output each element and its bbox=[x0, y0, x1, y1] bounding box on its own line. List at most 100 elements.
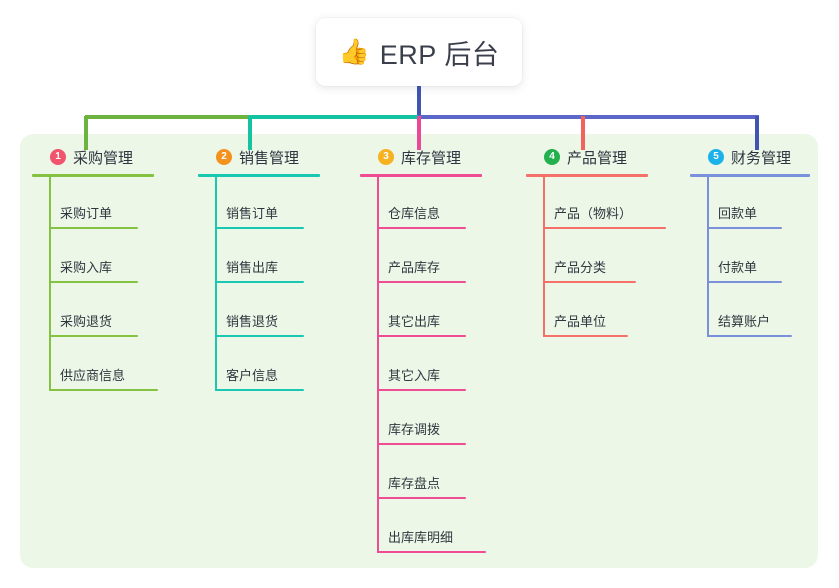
leaf-label: 采购入库 bbox=[60, 260, 113, 275]
leaf-rule bbox=[378, 497, 466, 499]
leaf-item[interactable]: 销售出库 bbox=[198, 231, 320, 285]
leaf-rule bbox=[216, 389, 304, 391]
leaf-item[interactable]: 采购订单 bbox=[32, 177, 154, 231]
leaf-item[interactable]: 其它出库 bbox=[360, 285, 482, 339]
leaf-item[interactable]: 产品单位 bbox=[526, 285, 648, 339]
column-spine-3 bbox=[377, 177, 379, 553]
column-1: 1 采购管理采购订单采购入库采购退货供应商信息 bbox=[32, 146, 158, 393]
column-rule-5 bbox=[690, 174, 810, 177]
column-header-2[interactable]: 2 销售管理 bbox=[198, 146, 320, 168]
leaf-rule bbox=[378, 551, 486, 553]
leaf-label: 结算账户 bbox=[718, 314, 771, 329]
column-rule-3 bbox=[360, 174, 482, 177]
column-header-4[interactable]: 4 产品管理 bbox=[526, 146, 648, 168]
column-spine-5 bbox=[707, 177, 709, 337]
root-node-title: ERP 后台 bbox=[379, 39, 500, 70]
leaf-rule bbox=[50, 227, 138, 229]
column-badge-4: 4 bbox=[544, 149, 560, 165]
leaf-label: 产品分类 bbox=[554, 260, 607, 275]
leaf-label: 回款单 bbox=[718, 206, 758, 221]
leaf-label: 销售出库 bbox=[226, 260, 279, 275]
leaf-rule bbox=[216, 281, 304, 283]
leaf-rule bbox=[50, 335, 138, 337]
leaf-rule bbox=[50, 389, 158, 391]
leaf-item[interactable]: 仓库信息 bbox=[360, 177, 482, 231]
leaf-rule bbox=[544, 281, 636, 283]
leaf-label: 销售订单 bbox=[226, 206, 279, 221]
leaf-rule bbox=[544, 335, 628, 337]
leaf-item[interactable]: 结算账户 bbox=[690, 285, 810, 339]
leaf-label: 产品（物料） bbox=[554, 206, 633, 221]
leaf-label: 供应商信息 bbox=[60, 368, 126, 383]
column-items-2: 销售订单销售出库销售退货客户信息 bbox=[198, 177, 320, 393]
column-title-1: 采购管理 bbox=[73, 149, 134, 167]
leaf-label: 库存盘点 bbox=[388, 476, 441, 491]
column-items-3: 仓库信息产品库存其它出库其它入库库存调拨库存盘点出库库明细 bbox=[360, 177, 486, 555]
leaf-rule bbox=[50, 281, 138, 283]
leaf-item[interactable]: 采购入库 bbox=[32, 231, 154, 285]
leaf-label: 库存调拨 bbox=[388, 422, 441, 437]
leaf-label: 产品单位 bbox=[554, 314, 607, 329]
leaf-item[interactable]: 付款单 bbox=[690, 231, 810, 285]
column-title-3: 库存管理 bbox=[401, 149, 462, 167]
column-rule-1 bbox=[32, 174, 154, 177]
column-items-4: 产品（物料） 产品分类产品单位 bbox=[526, 177, 666, 339]
column-spine-4 bbox=[543, 177, 545, 337]
leaf-item[interactable]: 销售退货 bbox=[198, 285, 320, 339]
column-spine-1 bbox=[49, 177, 51, 391]
leaf-rule bbox=[378, 443, 466, 445]
leaf-label: 仓库信息 bbox=[388, 206, 441, 221]
leaf-label: 客户信息 bbox=[226, 368, 279, 383]
leaf-item[interactable]: 库存盘点 bbox=[360, 447, 482, 501]
column-rule-4 bbox=[526, 174, 648, 177]
root-node-card[interactable]: 👍 ERP 后台 bbox=[316, 18, 522, 86]
column-4: 4 产品管理产品（物料） 产品分类产品单位 bbox=[526, 146, 666, 339]
leaf-item[interactable]: 产品（物料） bbox=[526, 177, 666, 231]
content-panel bbox=[20, 134, 818, 568]
leaf-rule bbox=[544, 227, 666, 229]
column-header-1[interactable]: 1 采购管理 bbox=[32, 146, 154, 168]
leaf-item[interactable]: 客户信息 bbox=[198, 339, 320, 393]
column-3: 3 库存管理仓库信息产品库存其它出库其它入库库存调拨库存盘点出库库明细 bbox=[360, 146, 486, 555]
column-badge-1: 1 bbox=[50, 149, 66, 165]
leaf-item[interactable]: 出库库明细 bbox=[360, 501, 486, 555]
leaf-rule bbox=[708, 281, 782, 283]
leaf-label: 采购退货 bbox=[60, 314, 113, 329]
leaf-rule bbox=[378, 281, 466, 283]
leaf-rule bbox=[708, 227, 782, 229]
column-2: 2 销售管理销售订单销售出库销售退货客户信息 bbox=[198, 146, 320, 393]
column-badge-2: 2 bbox=[216, 149, 232, 165]
column-header-3[interactable]: 3 库存管理 bbox=[360, 146, 482, 168]
leaf-item[interactable]: 回款单 bbox=[690, 177, 810, 231]
leaf-rule bbox=[708, 335, 792, 337]
leaf-item[interactable]: 供应商信息 bbox=[32, 339, 158, 393]
column-items-5: 回款单付款单结算账户 bbox=[690, 177, 810, 339]
leaf-label: 其它入库 bbox=[388, 368, 441, 383]
column-badge-3: 3 bbox=[378, 149, 394, 165]
leaf-label: 付款单 bbox=[718, 260, 758, 275]
column-title-4: 产品管理 bbox=[567, 149, 628, 167]
leaf-rule bbox=[378, 227, 466, 229]
leaf-rule bbox=[216, 335, 304, 337]
column-title-5: 财务管理 bbox=[731, 149, 792, 167]
leaf-label: 产品库存 bbox=[388, 260, 441, 275]
leaf-rule bbox=[378, 389, 466, 391]
column-rule-2 bbox=[198, 174, 320, 177]
leaf-item[interactable]: 其它入库 bbox=[360, 339, 482, 393]
leaf-item[interactable]: 采购退货 bbox=[32, 285, 154, 339]
column-title-2: 销售管理 bbox=[239, 149, 300, 167]
leaf-label: 采购订单 bbox=[60, 206, 113, 221]
leaf-label: 销售退货 bbox=[226, 314, 279, 329]
column-spine-2 bbox=[215, 177, 217, 391]
leaf-rule bbox=[216, 227, 304, 229]
leaf-rule bbox=[378, 335, 466, 337]
leaf-item[interactable]: 产品库存 bbox=[360, 231, 482, 285]
leaf-item[interactable]: 库存调拨 bbox=[360, 393, 482, 447]
root-node-inner: 👍 ERP 后台 bbox=[339, 33, 500, 72]
leaf-label: 其它出库 bbox=[388, 314, 441, 329]
leaf-item[interactable]: 销售订单 bbox=[198, 177, 320, 231]
leaf-item[interactable]: 产品分类 bbox=[526, 231, 648, 285]
thumbs-up-icon: 👍 bbox=[338, 37, 370, 66]
